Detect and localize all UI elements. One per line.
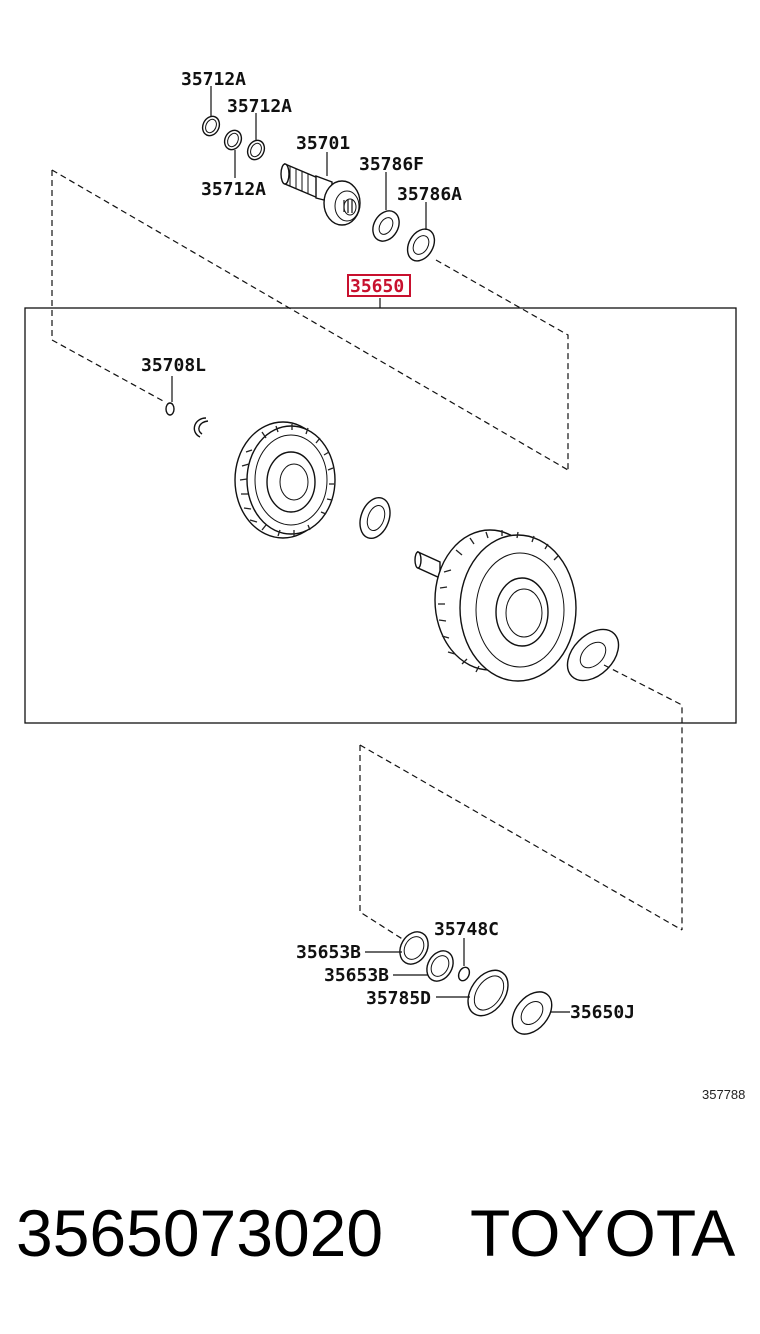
label-35653b-second: 35653B <box>324 965 389 986</box>
leader-lines-top <box>210 86 427 308</box>
brand-name: TOYOTA <box>470 1196 735 1270</box>
thrust-bearing-small <box>359 496 391 540</box>
label-35712a-bottom: 35712A <box>201 179 266 200</box>
highlighted-part-35650[interactable]: 35650 <box>347 274 411 297</box>
dashed-guides-upper <box>51 169 569 471</box>
snap-ring-35712a-right <box>246 139 266 161</box>
ball-35708l <box>165 402 175 416</box>
label-35786a: 35786A <box>397 184 462 205</box>
label-35786f: 35786F <box>359 154 424 175</box>
label-35712a-top: 35712A <box>181 69 246 90</box>
label-35785d: 35785D <box>366 988 431 1009</box>
clutch-plate-35785d <box>467 969 509 1017</box>
thrust-washer-35786a <box>406 228 436 262</box>
label-35748c: 35748C <box>434 919 499 940</box>
clutch-drum-assembly <box>414 529 577 682</box>
diagram-id: 357788 <box>702 1087 745 1102</box>
label-35712a-right: 35712A <box>227 96 292 117</box>
ring-gear-assembly <box>234 421 336 539</box>
thrust-washer-35786f <box>372 210 400 242</box>
label-35650: 35650 <box>350 276 404 297</box>
assembly-box-35650 <box>24 307 737 724</box>
thrust-washer-drum <box>566 628 620 682</box>
thrust-washer-35650j <box>511 991 553 1035</box>
label-35708l: 35708L <box>141 355 206 376</box>
leader-lines-bottom <box>365 938 570 1013</box>
snap-ring-35653b-second <box>426 950 454 982</box>
label-35701: 35701 <box>296 133 350 154</box>
label-35653b-first: 35653B <box>296 942 361 963</box>
snap-ring-35712a-middle <box>223 129 243 151</box>
snap-ring-c-clip <box>193 417 209 438</box>
label-35650j: 35650J <box>570 1002 635 1023</box>
dashed-guides-lower <box>359 664 683 941</box>
part-number: 3565073020 <box>16 1196 383 1270</box>
snap-ring-35712a-top <box>201 115 221 137</box>
input-shaft-35701 <box>280 162 361 226</box>
ball-35748c <box>457 966 471 982</box>
snap-ring-35653b-first <box>399 931 429 965</box>
